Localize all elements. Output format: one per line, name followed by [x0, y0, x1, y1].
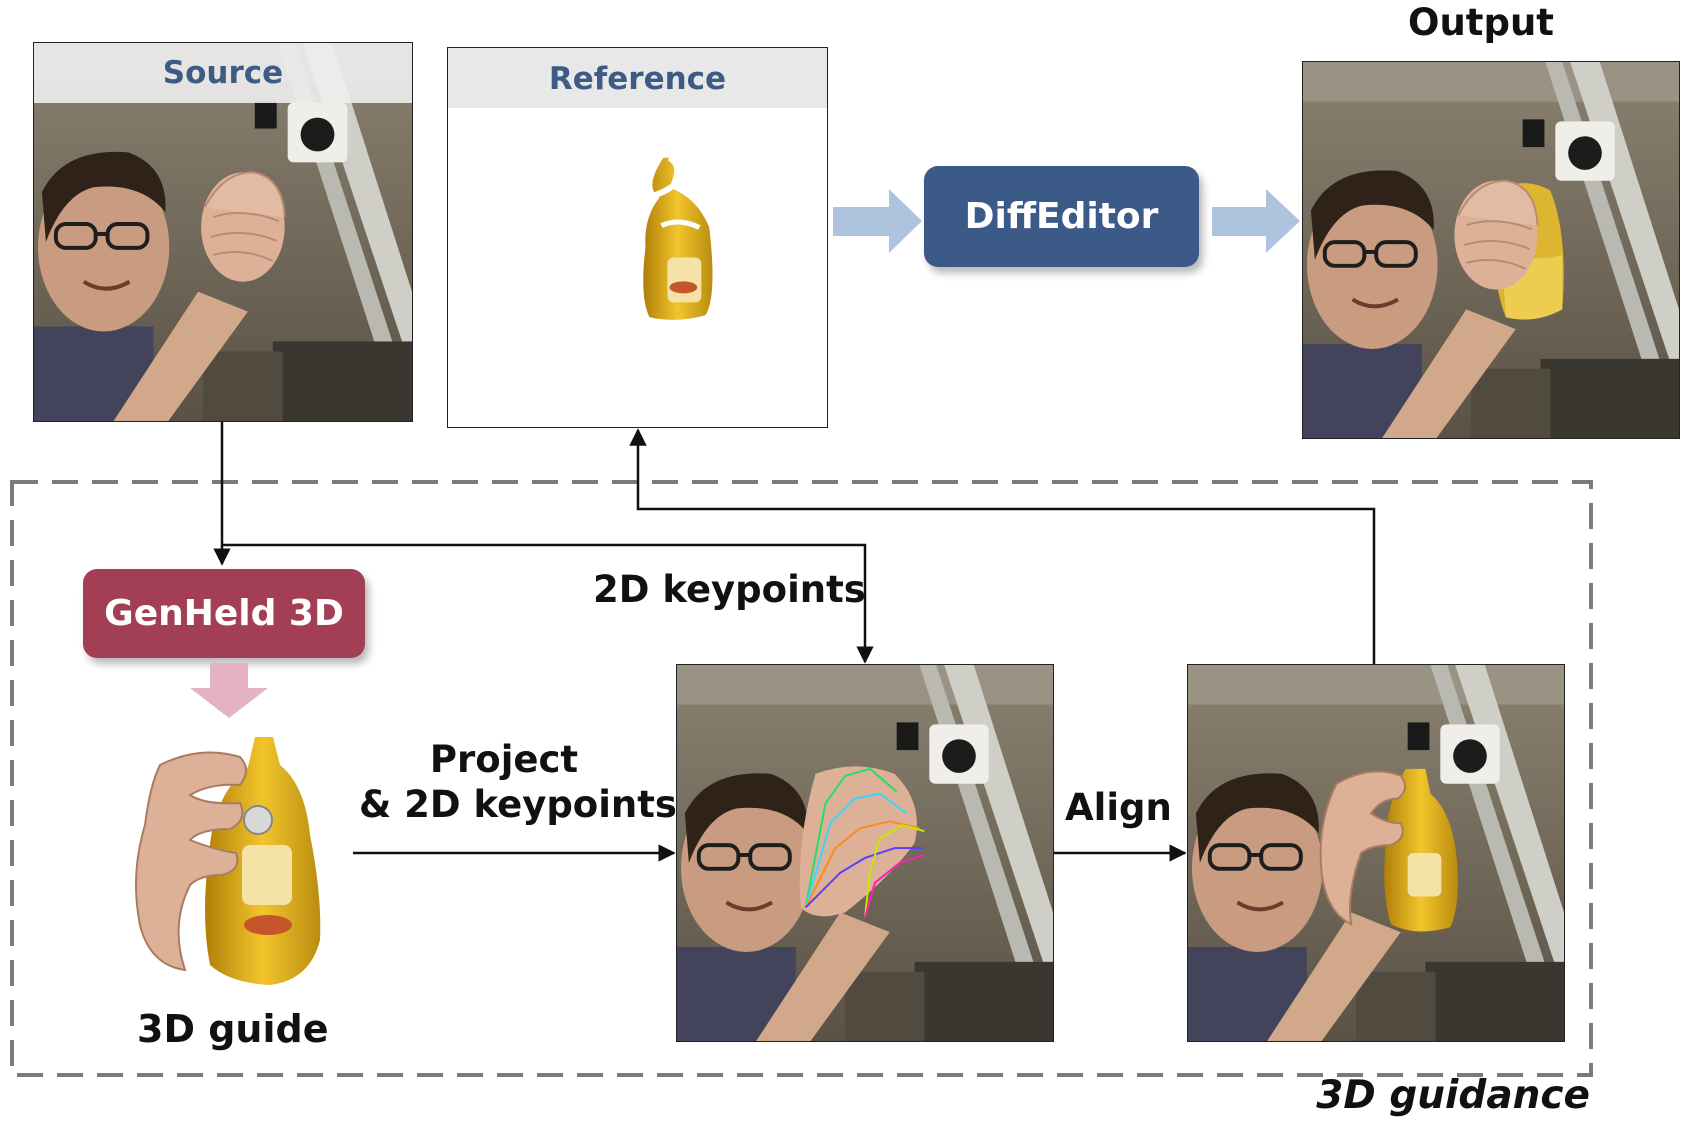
diffeditor-label: DiffEditor: [964, 196, 1159, 237]
output-image: [1302, 61, 1680, 439]
3d-guidance-label: 3D guidance: [1316, 1073, 1590, 1118]
keypoints-image: [676, 664, 1054, 1042]
2d-keypoints-label: 2D keypoints: [593, 568, 866, 611]
genheld-label: GenHeld 3D: [104, 593, 344, 634]
diffeditor-box: DiffEditor: [924, 166, 1199, 267]
flow-arrow-diffeditor-to-output: [1212, 189, 1300, 253]
3d-guidance-region: [10, 480, 1593, 1077]
source-image: Source: [33, 42, 413, 422]
project-label-line1: Project: [429, 738, 579, 781]
output-title: Output: [1408, 1, 1554, 44]
source-label: Source: [162, 55, 284, 91]
flow-arrow-ref-to-diffeditor: [833, 189, 922, 253]
3d-guide-render: [135, 737, 321, 985]
aligned-image: [1187, 664, 1565, 1042]
reference-image: Reference: [447, 47, 828, 428]
3d-guide-label: 3D guide: [137, 1007, 329, 1051]
flow-arrow-genheld-to-guide: [190, 663, 268, 718]
arrow-aligned-to-reference: [629, 428, 1376, 664]
genheld-box: GenHeld 3D: [83, 569, 365, 658]
project-label-line2: & 2D keypoints: [359, 783, 677, 826]
arrow-to-keypoints: [222, 543, 874, 664]
align-label: Align: [1065, 786, 1172, 829]
reference-label: Reference: [548, 61, 727, 97]
mustard-bottle-icon: [637, 155, 713, 320]
